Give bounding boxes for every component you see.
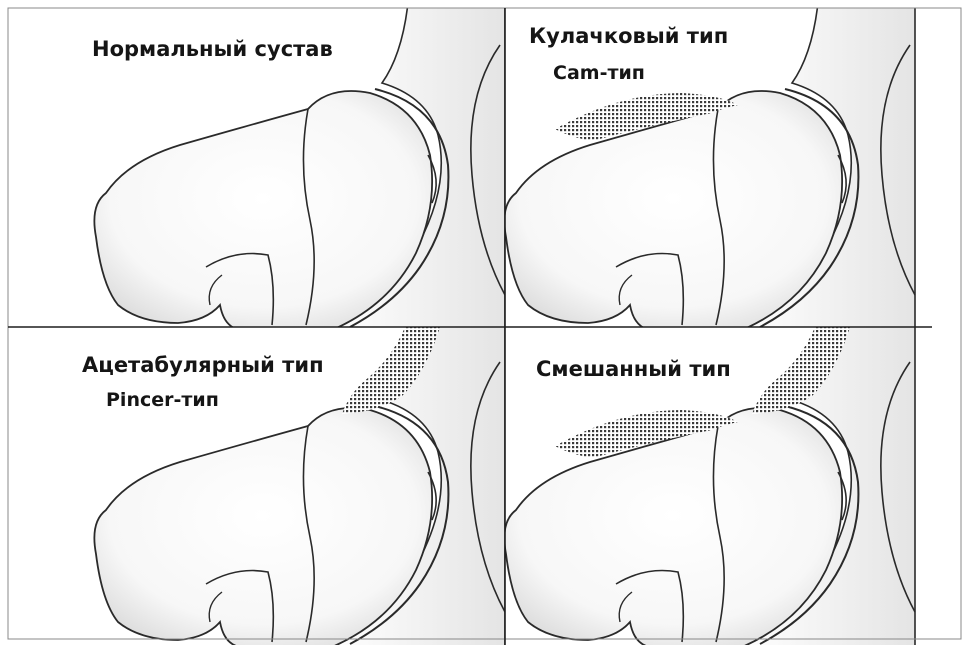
hip-panel-2	[504, 3, 915, 330]
panel-4-title: Смешанный тип	[536, 357, 731, 381]
hip-joint-drawing	[504, 3, 915, 330]
panel-3-title: Ацетабулярный тип	[82, 353, 324, 377]
panel-2-title: Кулачковый тип	[529, 24, 728, 48]
panel-3-subtitle: Pincer-тип	[106, 389, 219, 411]
panel-2-subtitle: Cam-тип	[553, 62, 645, 84]
panel-1-title: Нормальный сустав	[92, 37, 333, 61]
